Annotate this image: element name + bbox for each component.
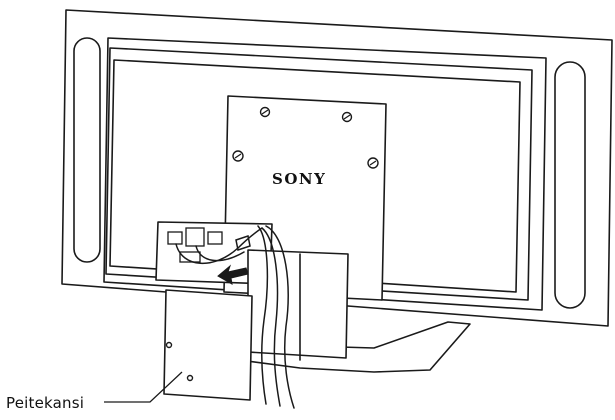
cable-cover	[163, 289, 253, 401]
stand-neck	[247, 249, 349, 359]
screw-cover-2	[186, 374, 194, 382]
connector-2	[185, 227, 205, 247]
connector-4	[179, 251, 201, 263]
connector-3	[207, 231, 223, 245]
cable-tie	[235, 235, 251, 251]
cable-4	[261, 227, 281, 407]
connector-1	[167, 231, 183, 245]
callout-leader	[104, 371, 183, 403]
direction-arrow	[217, 264, 249, 285]
screw-cover-1	[165, 341, 173, 349]
cable-3	[257, 225, 269, 405]
right-speaker-grille	[554, 61, 586, 309]
cable-5	[265, 225, 295, 409]
callout-label: Peitekansi	[6, 394, 85, 412]
brand-logo: SONY	[272, 170, 326, 188]
cable-2	[195, 245, 245, 262]
left-speaker-grille	[73, 37, 101, 263]
